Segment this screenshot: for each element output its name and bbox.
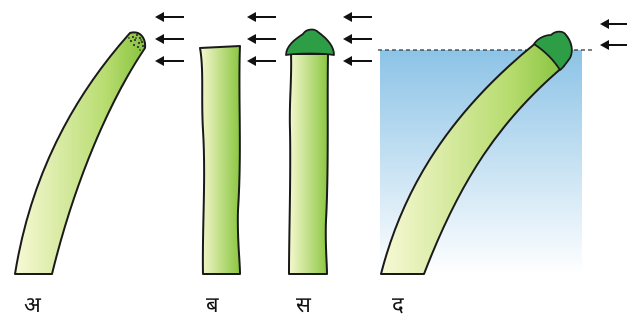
light-arrows-a [155, 12, 184, 66]
panel-label-d: द [392, 293, 404, 318]
panel-a: अ [14, 12, 184, 318]
light-arrows-d [600, 19, 627, 50]
tip-dots [128, 33, 145, 51]
panel-label-c: स [296, 293, 312, 318]
cap-c [285, 28, 335, 56]
cap-d [533, 30, 573, 71]
panel-label-a: अ [24, 293, 42, 318]
panel-b: ब [199, 12, 276, 318]
light-arrows-c [343, 12, 372, 66]
coleoptile-c [288, 53, 329, 275]
panel-label-b: ब [206, 293, 219, 318]
coleoptile-a [14, 31, 147, 275]
panel-c: स [285, 12, 372, 318]
light-arrows-b [247, 12, 276, 66]
coleoptile-b [199, 45, 241, 275]
panel-d: द [378, 19, 627, 318]
